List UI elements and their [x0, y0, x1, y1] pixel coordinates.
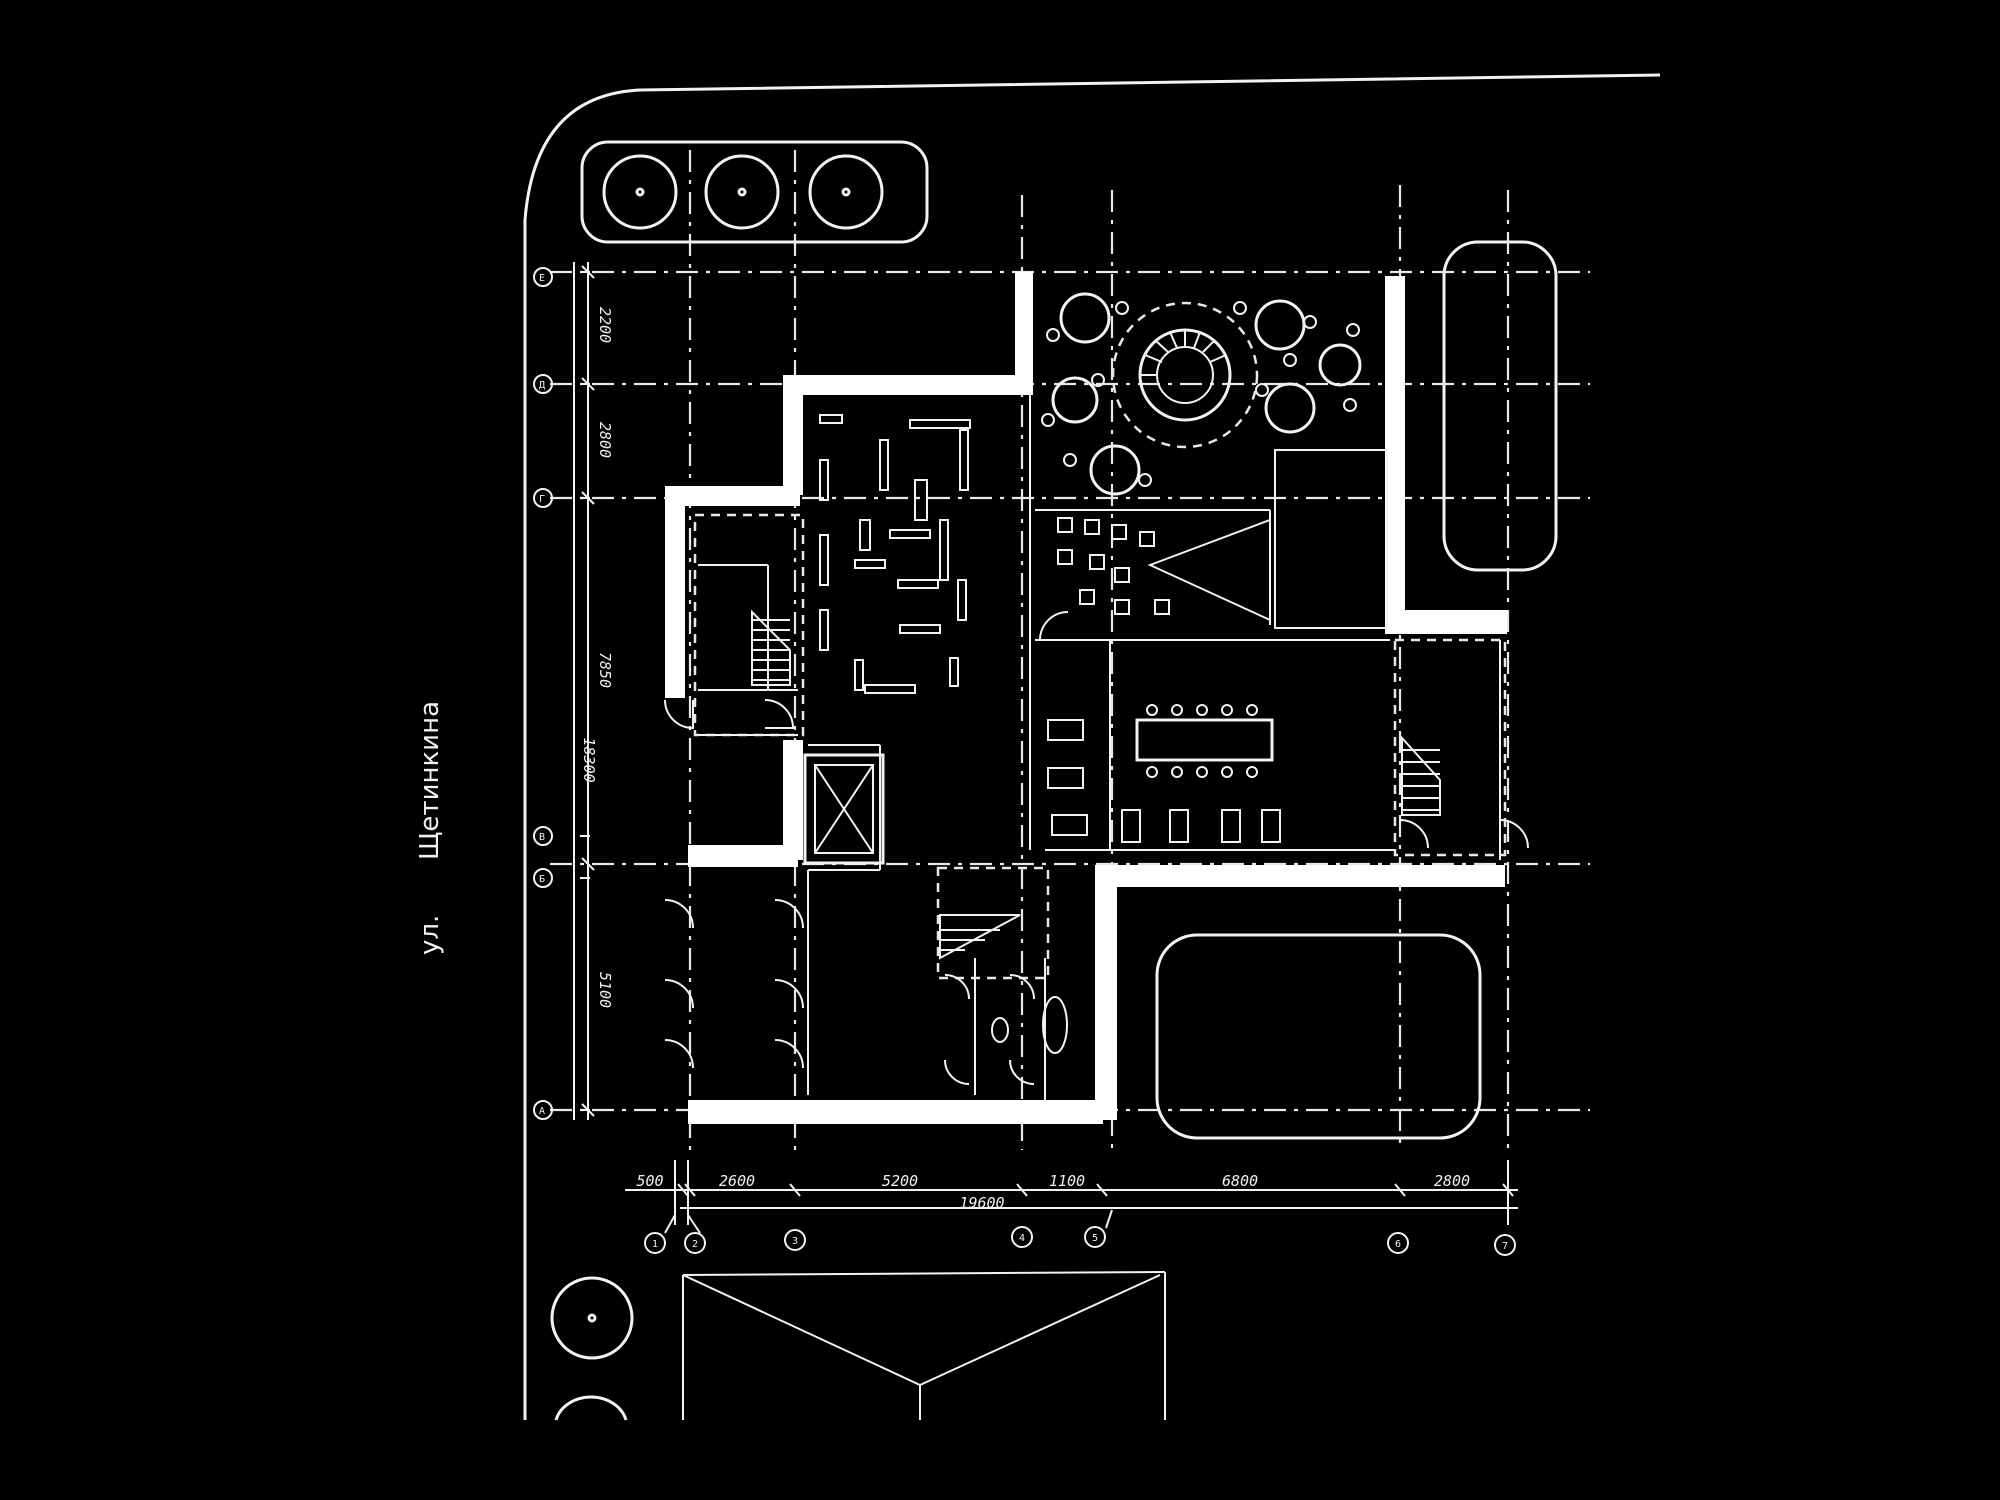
- dimension-bottom-2: 2600: [719, 1172, 755, 1190]
- stair-icon: [751, 609, 1441, 960]
- tree-icon: [550, 1276, 634, 1421]
- street-prefix: ул.: [415, 915, 445, 955]
- office-desks-icon: [1047, 719, 1281, 843]
- axis-label-b: Б: [539, 874, 545, 885]
- axis-label-7: 7: [1502, 1241, 1508, 1252]
- door-icon: [664, 611, 1529, 1085]
- conference-table-icon: [1135, 704, 1274, 778]
- street-name: Щетинкина: [415, 701, 445, 860]
- site-boundary: [523, 73, 1661, 1420]
- axis-label-v: В: [539, 832, 545, 843]
- exterior-walls: [665, 272, 1507, 1124]
- lower-buildings: [682, 1271, 1166, 1420]
- axis-label-4: 4: [1019, 1233, 1025, 1244]
- axis-label-1: 1: [652, 1239, 658, 1250]
- tree-planter: [580, 140, 929, 244]
- axis-label-2: 2: [692, 1239, 698, 1250]
- dimension-left-total: 18300: [580, 737, 598, 782]
- tree-icon: [602, 154, 884, 230]
- courtyard-pool: [1155, 933, 1482, 1140]
- cafe-tables: [1041, 292, 1362, 496]
- street-label: ул. Щетинкина: [415, 701, 445, 955]
- row-axis-markers: Е Д Г В Б А: [533, 267, 590, 1120]
- dimension-lines-bottom: [625, 1160, 1518, 1225]
- spiral-stair-icon: [1111, 301, 1259, 449]
- axis-label-g: Г: [539, 494, 545, 505]
- dimension-bottom-1: 500: [636, 1172, 663, 1190]
- elevator-shaft: [803, 753, 885, 865]
- dimension-left-3: 7850: [596, 652, 614, 688]
- planter-right: [1442, 240, 1558, 572]
- dimension-bottom-3: 5200: [882, 1172, 918, 1190]
- dimension-bottom-5: 6800: [1222, 1172, 1258, 1190]
- axis-label-5: 5: [1092, 1233, 1098, 1244]
- column-axis-markers: 1 2 3 4 5 6 7: [644, 1209, 1516, 1256]
- axis-label-d: Д: [539, 380, 545, 391]
- screening-room-icon: [1057, 517, 1271, 622]
- axis-label-a: А: [539, 1106, 545, 1117]
- dimension-left-4: 5100: [596, 972, 614, 1008]
- interior-partitions: [693, 395, 1507, 1100]
- axis-label-e: Е: [539, 273, 545, 284]
- dimension-left-1: 2200: [596, 307, 614, 343]
- dimension-bottom-4: 1100: [1049, 1172, 1085, 1190]
- axis-label-3: 3: [792, 1236, 798, 1247]
- library-shelves-icon: [819, 414, 971, 694]
- dimension-left-2: 2800: [596, 422, 614, 458]
- dimension-lines-left: [573, 262, 595, 1120]
- dimension-bottom-total: 19600: [959, 1194, 1004, 1212]
- dimension-bottom-6: 2800: [1434, 1172, 1470, 1190]
- axis-label-6: 6: [1395, 1239, 1401, 1250]
